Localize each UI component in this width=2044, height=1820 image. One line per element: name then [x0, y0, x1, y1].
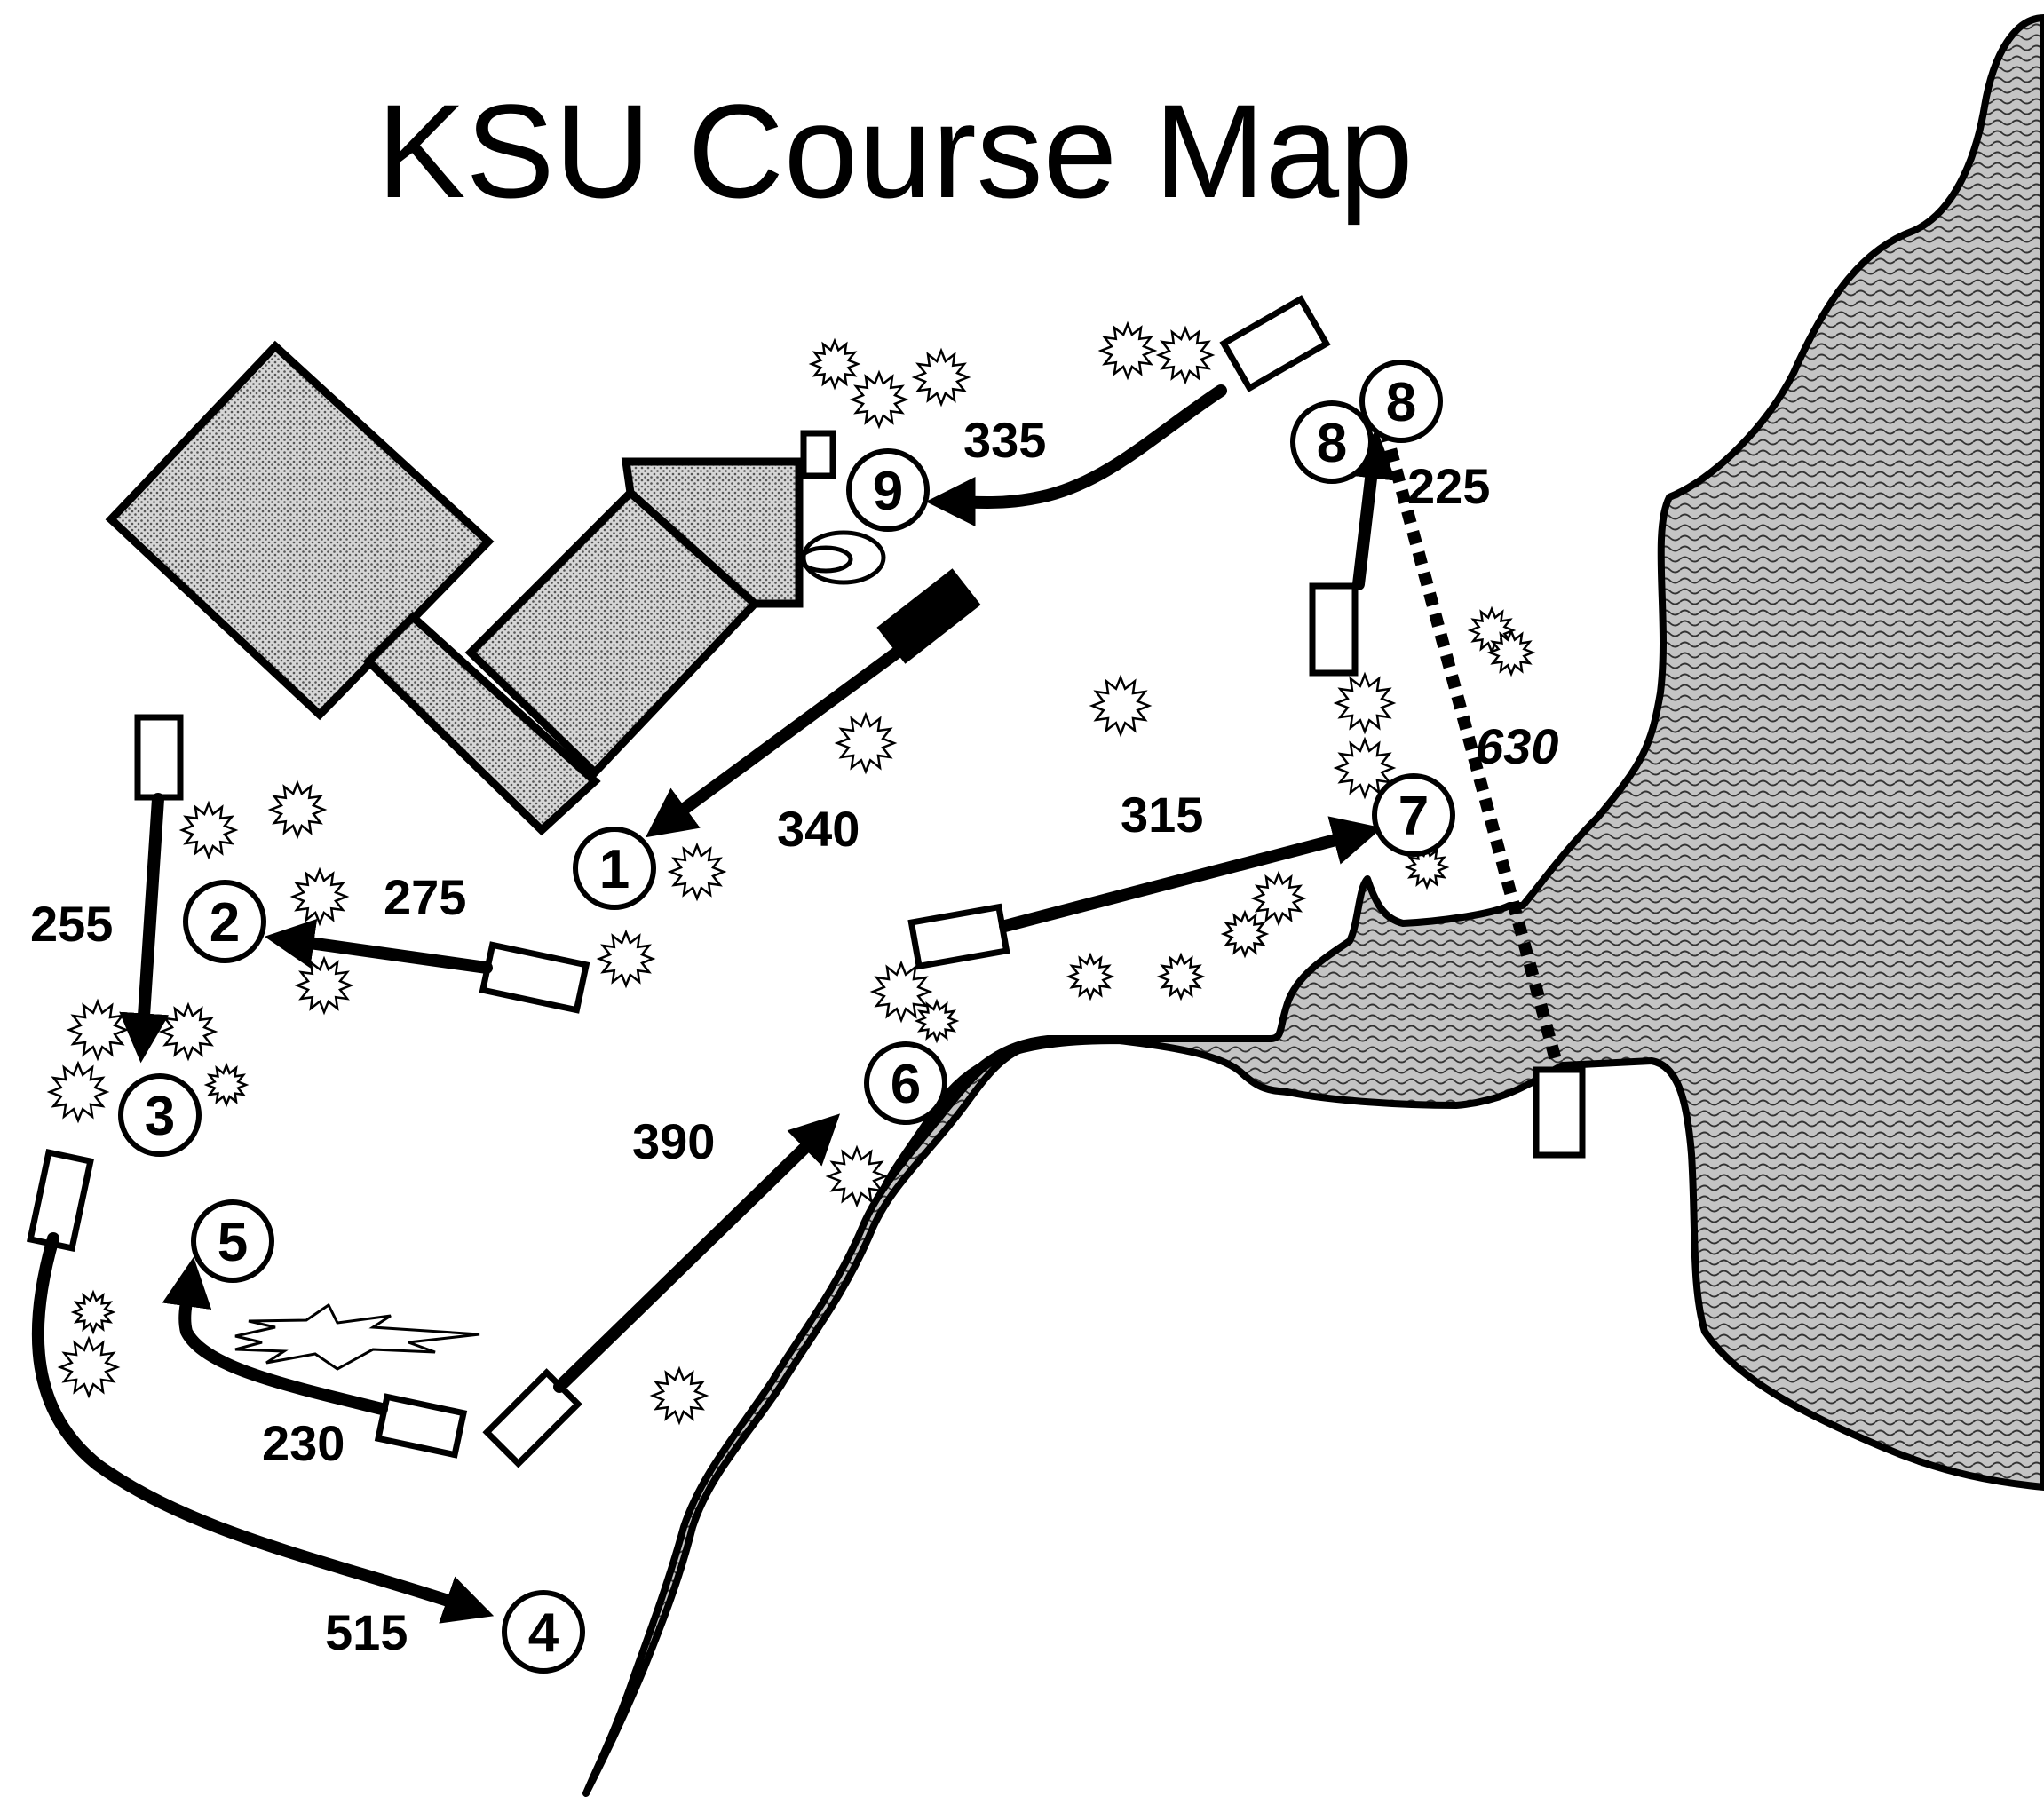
tree-icon [66, 998, 130, 1062]
tree-icon [869, 960, 933, 1024]
tree-icon [1250, 870, 1307, 927]
direction-arrow-icon [999, 816, 1382, 932]
tree-icon [1404, 844, 1450, 890]
basket-icon: 4 [502, 1590, 585, 1674]
tree-icon [1066, 952, 1115, 1001]
tree-icon [825, 1144, 889, 1208]
hole-6-distance: 390 [632, 1113, 715, 1169]
tree-icon [1156, 952, 1206, 1001]
building-icon [800, 430, 836, 479]
svg-text:7: 7 [1398, 786, 1429, 847]
direction-arrow-icon [31, 1232, 495, 1624]
basket-icon: 7 [1372, 773, 1455, 857]
tree-icon [849, 369, 909, 430]
hole-1-distance: 340 [777, 801, 860, 857]
tree-icon [596, 929, 656, 989]
tree-group [46, 320, 1536, 1426]
svg-text:2: 2 [210, 892, 240, 954]
tree-icon [667, 842, 727, 902]
building-icon [362, 611, 601, 836]
basket-icon: 3 [118, 1073, 202, 1157]
tee-box-icon [374, 1393, 468, 1459]
tree-icon [1486, 628, 1536, 677]
tree-icon [57, 1335, 121, 1399]
tee-box-icon [907, 903, 1010, 970]
direction-arrow-icon [553, 1113, 841, 1393]
tree-icon [203, 1062, 250, 1108]
basket-icon: 6 [864, 1041, 947, 1125]
tree-icon [1097, 320, 1158, 381]
tree-icon [649, 1365, 709, 1426]
hole-5-distance: 230 [262, 1415, 345, 1471]
direction-arrow-icon [1346, 428, 1396, 590]
marsh-icon [234, 1302, 480, 1371]
dotted-path [1379, 427, 1565, 1072]
building-icon [105, 340, 495, 721]
svg-text:9: 9 [873, 461, 903, 522]
svg-text:4: 4 [528, 1602, 559, 1664]
direction-arrow-icon [119, 793, 170, 1064]
building-icon [621, 457, 804, 608]
hole-9-distance: 335 [963, 412, 1046, 468]
direction-arrow-icon [645, 646, 903, 838]
hole-3-distance: 255 [30, 896, 113, 952]
hole-7-distance: 315 [1121, 787, 1203, 843]
tree-icon [289, 866, 350, 927]
basket-icon: 8 [1290, 400, 1374, 484]
tree-icon [1333, 671, 1397, 735]
svg-text:8: 8 [1386, 372, 1416, 433]
basket-icon: 8 [1359, 360, 1443, 443]
direction-arrow-icon [264, 918, 493, 974]
tree-icon [914, 998, 960, 1044]
tee-box-icon [134, 714, 184, 801]
tree-icon [178, 800, 239, 860]
direction-arrow-icon [162, 1256, 388, 1415]
tee-box-icon [1533, 1066, 1586, 1159]
basket-icon: 1 [573, 827, 656, 910]
tee-box-icon [876, 568, 981, 664]
building-icon [798, 545, 853, 574]
hole-8-alt-distance: 630 [1476, 718, 1558, 774]
tee-box-icon [1309, 582, 1359, 677]
tree-icon [834, 711, 898, 775]
tee-box-icon [26, 1148, 95, 1253]
hole-2-distance: 275 [384, 869, 466, 925]
svg-text:6: 6 [891, 1054, 921, 1115]
tree-icon [294, 955, 354, 1016]
basket-icon: 9 [846, 448, 930, 532]
map-title: KSU Course Map [376, 76, 1413, 226]
tree-icon [1220, 909, 1270, 959]
svg-text:3: 3 [145, 1086, 175, 1147]
creek [582, 1042, 1034, 1797]
tree-icon [70, 1289, 116, 1335]
tree-icon [158, 1001, 218, 1062]
direction-arrow-icon [925, 384, 1227, 527]
tree-icon [808, 337, 861, 391]
svg-text:8: 8 [1317, 413, 1347, 474]
tree-icon [46, 1060, 110, 1124]
tee-box-icon [479, 941, 590, 1014]
lake-water [880, 14, 2044, 1491]
basket-icon: 5 [191, 1199, 274, 1283]
hole-4-distance: 515 [325, 1604, 408, 1660]
tree-icon [267, 779, 328, 840]
basket-icon: 2 [183, 880, 266, 963]
svg-text:5: 5 [218, 1212, 248, 1273]
tee-box-icon [1219, 295, 1331, 392]
svg-text:1: 1 [599, 839, 630, 900]
tree-icon [911, 347, 971, 408]
tree-icon [1089, 674, 1153, 738]
building-icon [801, 530, 886, 585]
tree-icon [1155, 325, 1216, 385]
hole-8-distance: 225 [1407, 458, 1490, 514]
